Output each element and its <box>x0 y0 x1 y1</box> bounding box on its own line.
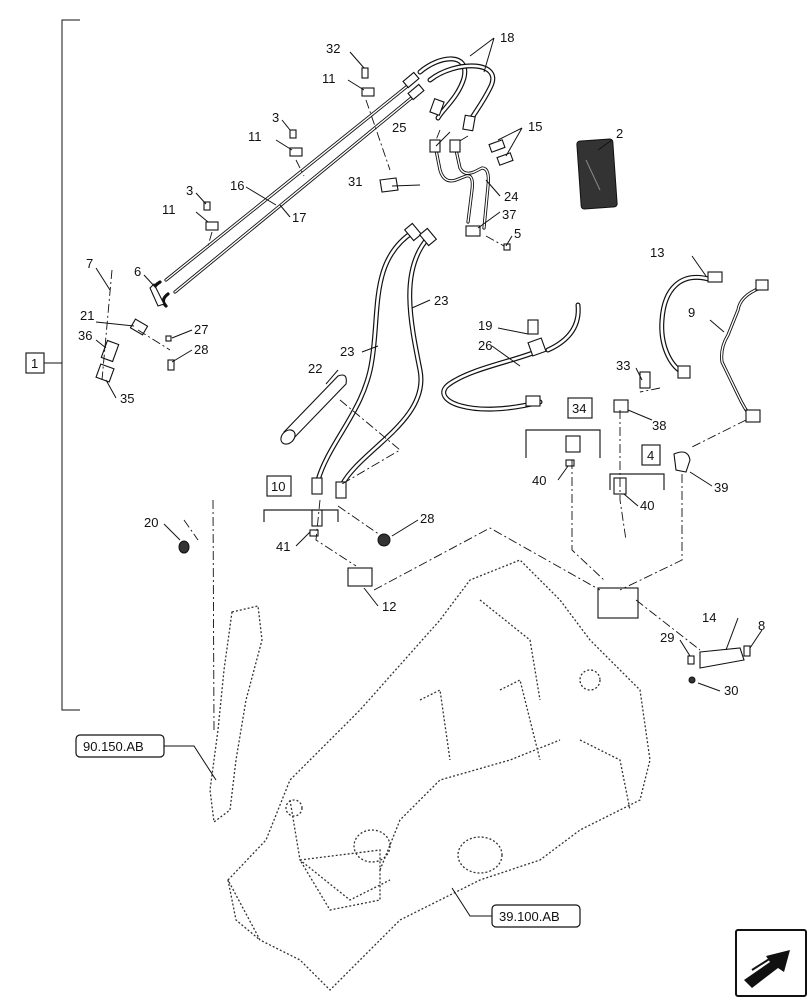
callout-11a: 11 <box>322 71 336 86</box>
callout-5: 5 <box>514 226 521 241</box>
boxed-callout-10[interactable]: 10 <box>266 475 292 497</box>
callout-21: 21 <box>80 308 94 323</box>
callout-18: 18 <box>500 30 514 45</box>
plate-2 <box>576 138 618 210</box>
boxed-callout-4[interactable]: 4 <box>641 444 661 466</box>
hose-13 <box>659 271 723 379</box>
callout-8: 8 <box>758 618 765 633</box>
callout-1: 1 <box>31 356 38 371</box>
callout-31: 31 <box>348 174 362 189</box>
hose-pair-18 <box>417 56 496 132</box>
callout-15: 15 <box>528 119 542 134</box>
callout-28b: 28 <box>420 511 434 526</box>
callout-28a: 28 <box>194 342 208 357</box>
reference-frame[interactable]: 39.100.AB <box>491 904 581 928</box>
callout-12: 12 <box>382 599 396 614</box>
callout-25: 25 <box>392 120 406 135</box>
tube-pair-16-17 <box>151 71 425 308</box>
cylinder-22 <box>280 374 347 445</box>
callout-2: 2 <box>616 126 623 141</box>
callout-20: 20 <box>144 515 158 530</box>
machine-frame <box>227 559 651 991</box>
callout-23a: 23 <box>434 293 448 308</box>
callout-36: 36 <box>78 328 92 343</box>
callout-11c: 11 <box>162 202 176 217</box>
callout-34: 34 <box>572 401 586 416</box>
callout-16: 16 <box>230 178 244 193</box>
tube-9 <box>720 279 769 423</box>
boom-arm <box>209 605 263 824</box>
callout-22: 22 <box>308 361 322 376</box>
hose-pair-23 <box>311 222 438 499</box>
callout-35: 35 <box>120 391 134 406</box>
reference-boom[interactable]: 90.150.AB <box>75 734 165 758</box>
callout-32: 32 <box>326 41 340 56</box>
reference-90-150-ab: 90.150.AB <box>83 739 144 754</box>
callout-23b: 23 <box>340 344 354 359</box>
callout-29: 29 <box>660 630 674 645</box>
boxed-callout-1[interactable]: 1 <box>25 352 45 374</box>
callout-24: 24 <box>504 189 518 204</box>
callout-17: 17 <box>292 210 306 225</box>
callouts: 2 3 3 5 6 7 8 9 11 11 11 12 13 14 15 16 … <box>78 30 765 698</box>
assembly-bracket <box>44 19 80 711</box>
tube-pair-24-25 <box>429 139 490 230</box>
callout-27: 27 <box>194 322 208 337</box>
callout-6: 6 <box>134 264 141 279</box>
callout-7: 7 <box>86 256 93 271</box>
reference-39-100-ab: 39.100.AB <box>499 909 560 924</box>
navigation-arrow-icon[interactable] <box>735 929 807 997</box>
hose-26 <box>441 302 581 412</box>
callout-19: 19 <box>478 318 492 333</box>
callout-3a: 3 <box>272 110 279 125</box>
boxed-callout-34[interactable]: 34 <box>567 397 593 419</box>
callout-9: 9 <box>688 305 695 320</box>
callout-13: 13 <box>650 245 664 260</box>
routing-lines <box>101 99 747 731</box>
callout-10: 10 <box>271 479 285 494</box>
callout-3b: 3 <box>186 183 193 198</box>
callout-4: 4 <box>647 448 654 463</box>
callout-11b: 11 <box>248 129 262 144</box>
callout-37: 37 <box>502 207 516 222</box>
callout-26: 26 <box>478 338 492 353</box>
callout-41: 41 <box>276 539 290 554</box>
callout-39: 39 <box>714 480 728 495</box>
callout-33: 33 <box>616 358 630 373</box>
callout-30: 30 <box>724 683 738 698</box>
group-brackets <box>263 429 665 522</box>
callout-40a: 40 <box>532 473 546 488</box>
small-parts <box>95 67 751 684</box>
callout-40b: 40 <box>640 498 654 513</box>
callout-38: 38 <box>652 418 666 433</box>
callout-14: 14 <box>702 610 716 625</box>
leader-lines <box>95 37 763 917</box>
